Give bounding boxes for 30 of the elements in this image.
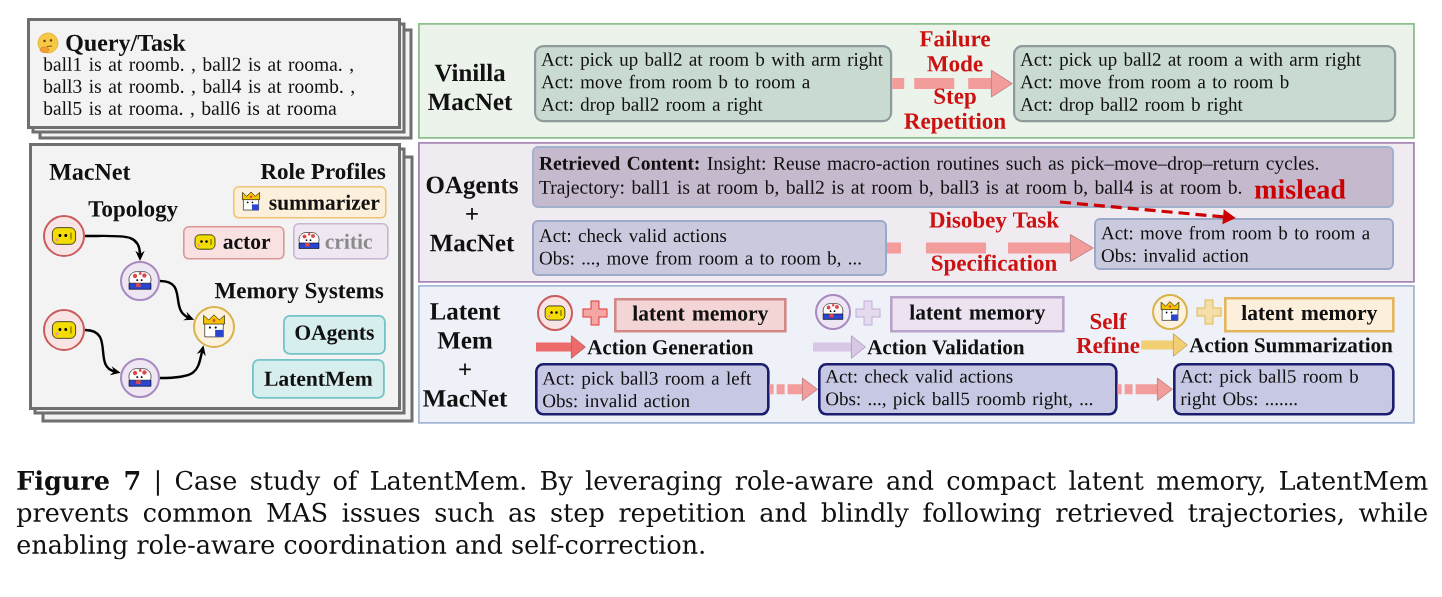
caption: Figure 7 | Case study of LatentMem. By leveraging role-aware and compact latent memory, LatentMem prevents common MAS issues such as step repetition and blindly following retrieved trajectories, while enabling role-aware coordination and self-correction. xyxy=(16,470,1428,560)
block-arrow xyxy=(1141,333,1188,357)
step-label: Action Generation xyxy=(587,339,754,355)
action-box: Act: pick ball3 room a left Obs: invalid action xyxy=(535,363,770,416)
action-box: Act: pick ball5 room b right Obs: ....... xyxy=(1173,363,1395,416)
action-box: Act: check valid actions Obs: ..., move from room a to room b, ... xyxy=(532,220,887,276)
action-box: Act: move from room b to room a Obs: invalid action xyxy=(1094,218,1394,270)
block-arrow xyxy=(887,234,1094,262)
action-box: Act: pick up ball2 at room a with arm right Act: move from room a to room b Act: drop ball2 room b right xyxy=(1013,45,1397,123)
step-label: Action Summarization xyxy=(1189,337,1393,353)
action-box: Act: check valid actions Obs: ..., pick ball5 roomb right, ... xyxy=(818,363,1118,416)
block-arrow xyxy=(769,377,818,401)
annotation: Failure Mode xyxy=(919,30,990,72)
row-heading: OAgents + MacNet xyxy=(426,176,518,252)
row-heading: Latent Mem + MacNet xyxy=(423,303,508,407)
annotation: Step Repetition xyxy=(904,88,1006,134)
edge-label: mislead xyxy=(1254,179,1346,199)
action-box: Act: pick up ball2 at room b with arm right Act: move from room b to room a Act: drop ball2 room a right xyxy=(534,45,893,123)
block-arrow xyxy=(892,69,1013,98)
block-arrow xyxy=(813,335,866,359)
block-arrow xyxy=(1117,377,1173,401)
block-arrow xyxy=(536,335,586,359)
annotation: Specification xyxy=(932,254,1057,276)
row-heading: Vinilla MacNet xyxy=(428,63,513,111)
memory-box: latent memory xyxy=(1224,297,1395,333)
annotation: Disobey Task xyxy=(929,211,1060,233)
memory-box: latent memory xyxy=(614,298,787,333)
step-label: Action Validation xyxy=(867,339,1025,355)
memory-box: latent memory xyxy=(890,296,1065,333)
annotation: Self Refine xyxy=(1076,312,1140,354)
